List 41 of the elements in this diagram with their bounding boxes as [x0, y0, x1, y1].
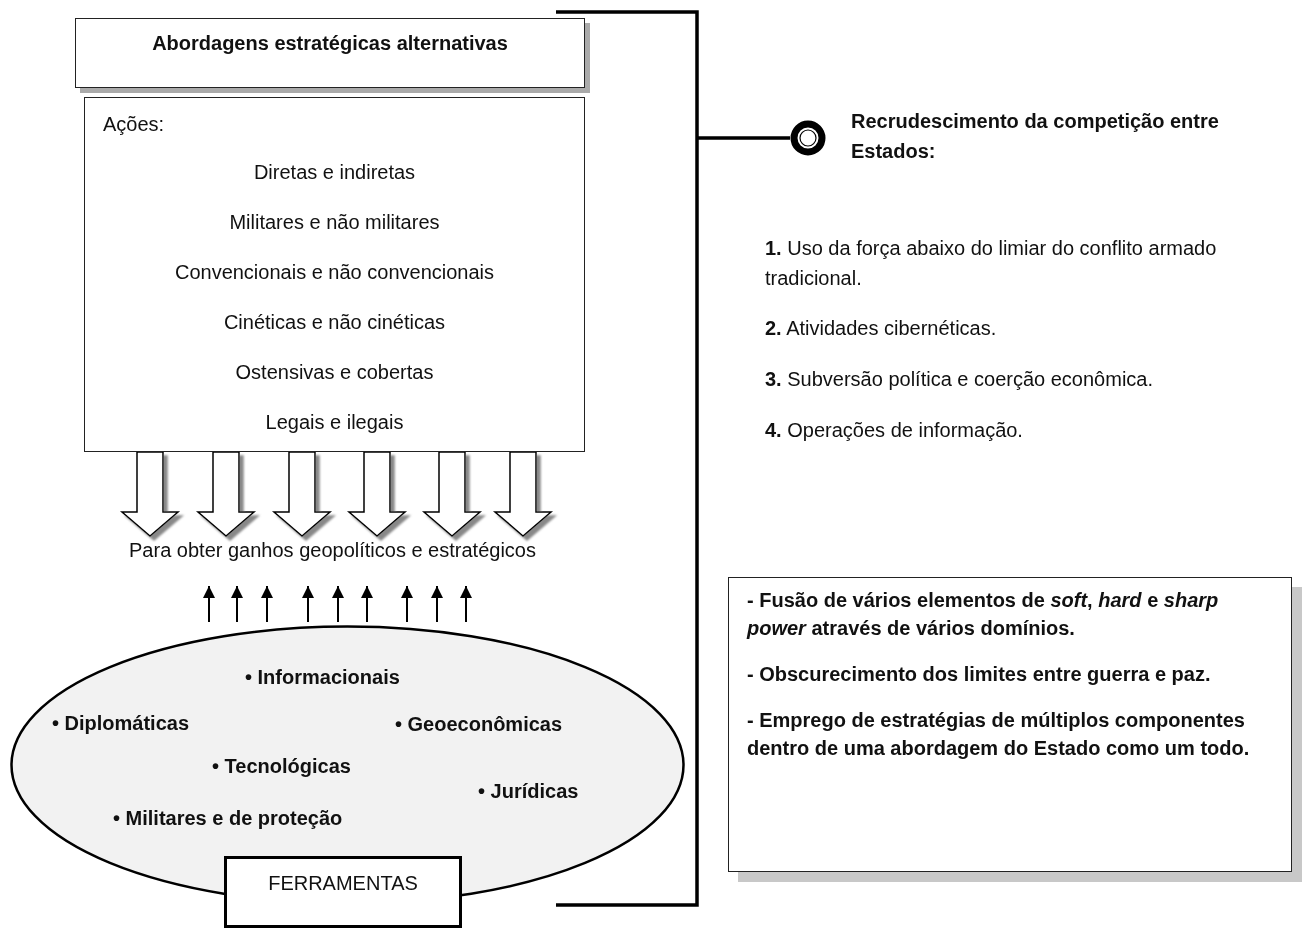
arrow: [332, 585, 344, 623]
arrow: [361, 585, 373, 623]
arrow: [401, 585, 413, 623]
numbered-item: 1. Uso da força abaixo do limiar do conflito armado tradicional.: [765, 236, 1218, 291]
arrow: [261, 585, 273, 623]
numbered-item: 2. Atividades cibernéticas.: [765, 316, 998, 341]
action-item: Diretas e indiretas: [252, 160, 417, 184]
goal-text: Para obter ganhos geopolíticos e estratégicos: [128, 538, 537, 562]
title-text: Abordagens estratégicas alternativas: [151, 31, 509, 55]
bullseye-circle: [790, 120, 826, 156]
competition-heading: Recrudescimento da competição entre Estados:: [851, 109, 1220, 164]
tool-item: • Geoeconômicas: [395, 712, 563, 736]
action-item: Ostensivas e cobertas: [234, 360, 435, 384]
arrow: [203, 585, 215, 623]
numbered-item: 3. Subversão política e coerção econômica.: [765, 367, 1154, 392]
tools-label-box: [224, 856, 462, 928]
block-arrow: [492, 451, 554, 537]
tool-item: • Diplomáticas: [52, 711, 190, 735]
tool-item: • Jurídicas: [478, 779, 579, 803]
characteristic-text: - Emprego de estratégias de múltiplos componentes dentro de uma abordagem do Estado como um todo.: [747, 708, 1251, 761]
action-item: Convencionais e não convencionais: [173, 260, 496, 284]
tool-item: • Militares e de proteção: [113, 806, 343, 830]
arrow: [302, 585, 314, 623]
tool-item: • Tecnológicas: [212, 754, 351, 778]
block-arrow: [346, 451, 408, 537]
action-item: Legais e ilegais: [264, 410, 405, 434]
characteristic-text: - Obscurecimento dos limites entre guerra e paz.: [747, 662, 1212, 687]
tools-label: FERRAMENTAS: [267, 871, 419, 895]
tool-item: • Informacionais: [245, 665, 400, 689]
actions-heading: Ações:: [103, 112, 165, 136]
action-item: Militares e não militares: [228, 210, 441, 234]
block-arrow: [421, 451, 483, 537]
block-arrow: [119, 451, 181, 537]
numbered-item: 4. Operações de informação.: [765, 418, 1024, 443]
action-item: Cinéticas e não cinéticas: [222, 310, 447, 334]
arrow: [431, 585, 443, 623]
arrow: [231, 585, 243, 623]
arrow: [460, 585, 472, 623]
block-arrow: [195, 451, 257, 537]
block-arrow: [271, 451, 333, 537]
characteristic-text: - Fusão de vários elementos de soft, hard e sharp power através de vários domínios.: [747, 588, 1220, 641]
